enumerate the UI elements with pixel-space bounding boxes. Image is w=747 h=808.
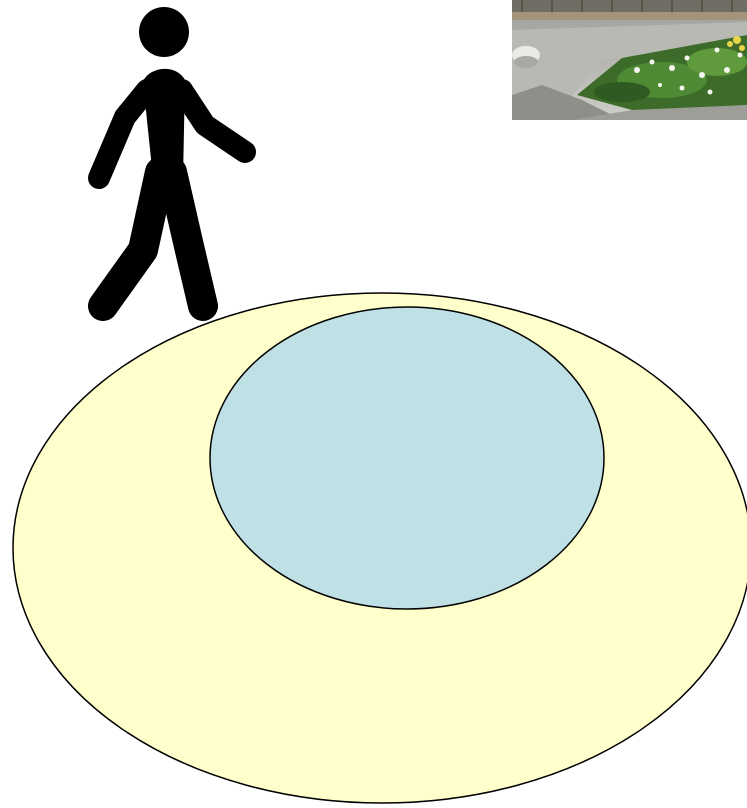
garden-walkway-photo xyxy=(512,0,747,120)
inner-region xyxy=(210,307,604,609)
nested-ellipse-diagram xyxy=(0,280,747,808)
